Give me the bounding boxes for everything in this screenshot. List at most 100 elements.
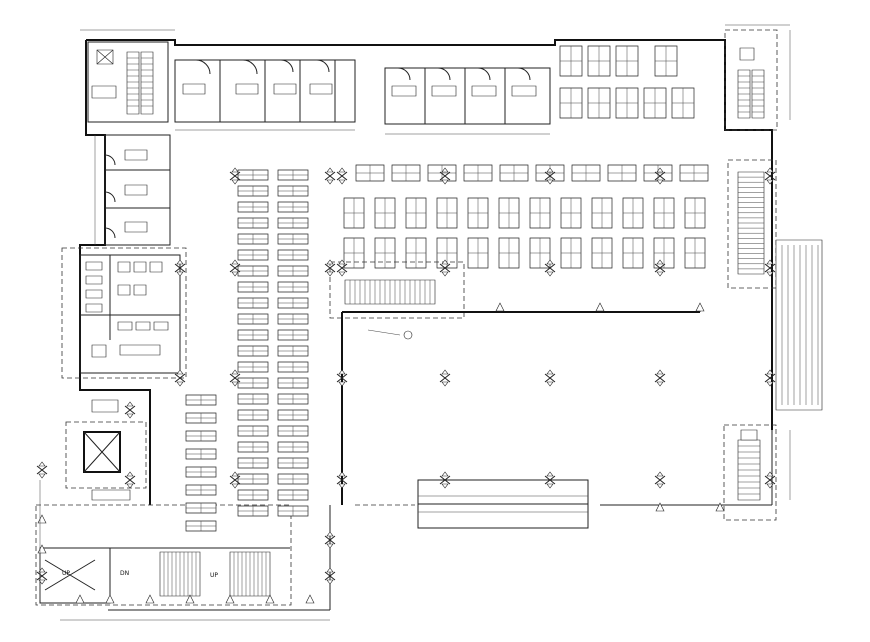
desk-grid-center: [344, 198, 705, 268]
column-marker: [442, 472, 448, 476]
column-marker: [545, 172, 555, 180]
column-marker: [767, 180, 773, 184]
column-marker: [657, 472, 663, 476]
edge-marker: [596, 303, 604, 311]
column-marker: [442, 370, 448, 374]
column-marker: [39, 580, 45, 584]
column-marker: [767, 272, 773, 276]
column-marker: [337, 172, 347, 180]
edge-marker: [656, 503, 664, 511]
edge-marker: [76, 595, 84, 603]
desk-row-top: [356, 165, 708, 181]
column-marker: [440, 374, 450, 382]
column-marker: [657, 484, 663, 488]
column-marker: [657, 272, 663, 276]
column-marker: [767, 260, 773, 264]
column-marker: [440, 264, 450, 272]
column-marker: [657, 260, 663, 264]
column-marker: [127, 472, 133, 476]
elevator-core-left: [66, 400, 146, 500]
restroom-block: [62, 248, 186, 378]
edge-marker: [496, 303, 504, 311]
column-marker: [232, 180, 238, 184]
column-marker: [442, 484, 448, 488]
column-marker: [325, 172, 335, 180]
column-marker: [655, 264, 665, 272]
column-marker: [37, 572, 47, 580]
column-marker: [442, 382, 448, 386]
column-marker: [339, 370, 345, 374]
column-marker: [177, 272, 183, 276]
column-marker: [327, 568, 333, 572]
column-marker: [657, 382, 663, 386]
column-marker: [337, 476, 347, 484]
column-marker: [440, 172, 450, 180]
stair-right-bottom: [724, 425, 776, 520]
column-marker: [765, 264, 775, 272]
column-marker: [339, 180, 345, 184]
column-marker: [765, 476, 775, 484]
column-marker: [337, 264, 347, 272]
column-marker: [327, 272, 333, 276]
column-marker: [547, 168, 553, 172]
column-marker: [547, 180, 553, 184]
column-marker: [339, 260, 345, 264]
column-marker: [325, 536, 335, 544]
column-marker: [232, 168, 238, 172]
edge-marker: [306, 595, 314, 603]
structural-column-markers: [37, 168, 775, 603]
column-marker: [547, 260, 553, 264]
office-row-top-right: [385, 68, 550, 134]
column-marker: [232, 260, 238, 264]
stair-core-top-right: [725, 30, 777, 130]
column-marker: [545, 374, 555, 382]
column-marker: [442, 180, 448, 184]
central-stair-gallery: [330, 262, 700, 505]
column-marker: [440, 476, 450, 484]
left-office-stack: [95, 135, 170, 245]
column-marker: [177, 370, 183, 374]
column-marker: [327, 580, 333, 584]
column-marker: [765, 172, 775, 180]
edge-marker: [716, 503, 724, 511]
column-marker: [339, 168, 345, 172]
column-marker: [655, 476, 665, 484]
column-marker: [232, 382, 238, 386]
column-marker: [127, 414, 133, 418]
column-marker: [175, 264, 185, 272]
column-marker: [339, 382, 345, 386]
desk-grid-left: [186, 170, 308, 531]
edge-marker: [696, 303, 704, 311]
column-marker: [657, 180, 663, 184]
stair-core-top-left: [88, 42, 168, 122]
column-marker: [442, 260, 448, 264]
column-marker: [232, 484, 238, 488]
column-marker: [547, 472, 553, 476]
office-row-top-left: [175, 60, 355, 130]
column-marker: [767, 370, 773, 374]
column-marker: [547, 272, 553, 276]
column-marker: [655, 374, 665, 382]
column-marker: [767, 484, 773, 488]
column-marker: [327, 260, 333, 264]
column-marker: [327, 532, 333, 536]
column-marker: [327, 544, 333, 548]
column-marker: [327, 168, 333, 172]
column-marker: [545, 476, 555, 484]
atrium-void: [418, 480, 588, 528]
column-marker: [177, 382, 183, 386]
column-marker: [39, 474, 45, 478]
edge-marker: [186, 595, 194, 603]
column-marker: [337, 374, 347, 382]
column-marker: [657, 370, 663, 374]
column-marker: [232, 370, 238, 374]
column-marker: [232, 272, 238, 276]
stair-up-label-left: UP: [62, 570, 70, 577]
column-marker: [230, 374, 240, 382]
column-marker: [39, 462, 45, 466]
column-marker: [127, 484, 133, 488]
column-marker: [230, 476, 240, 484]
column-marker: [125, 406, 135, 414]
column-marker: [767, 382, 773, 386]
